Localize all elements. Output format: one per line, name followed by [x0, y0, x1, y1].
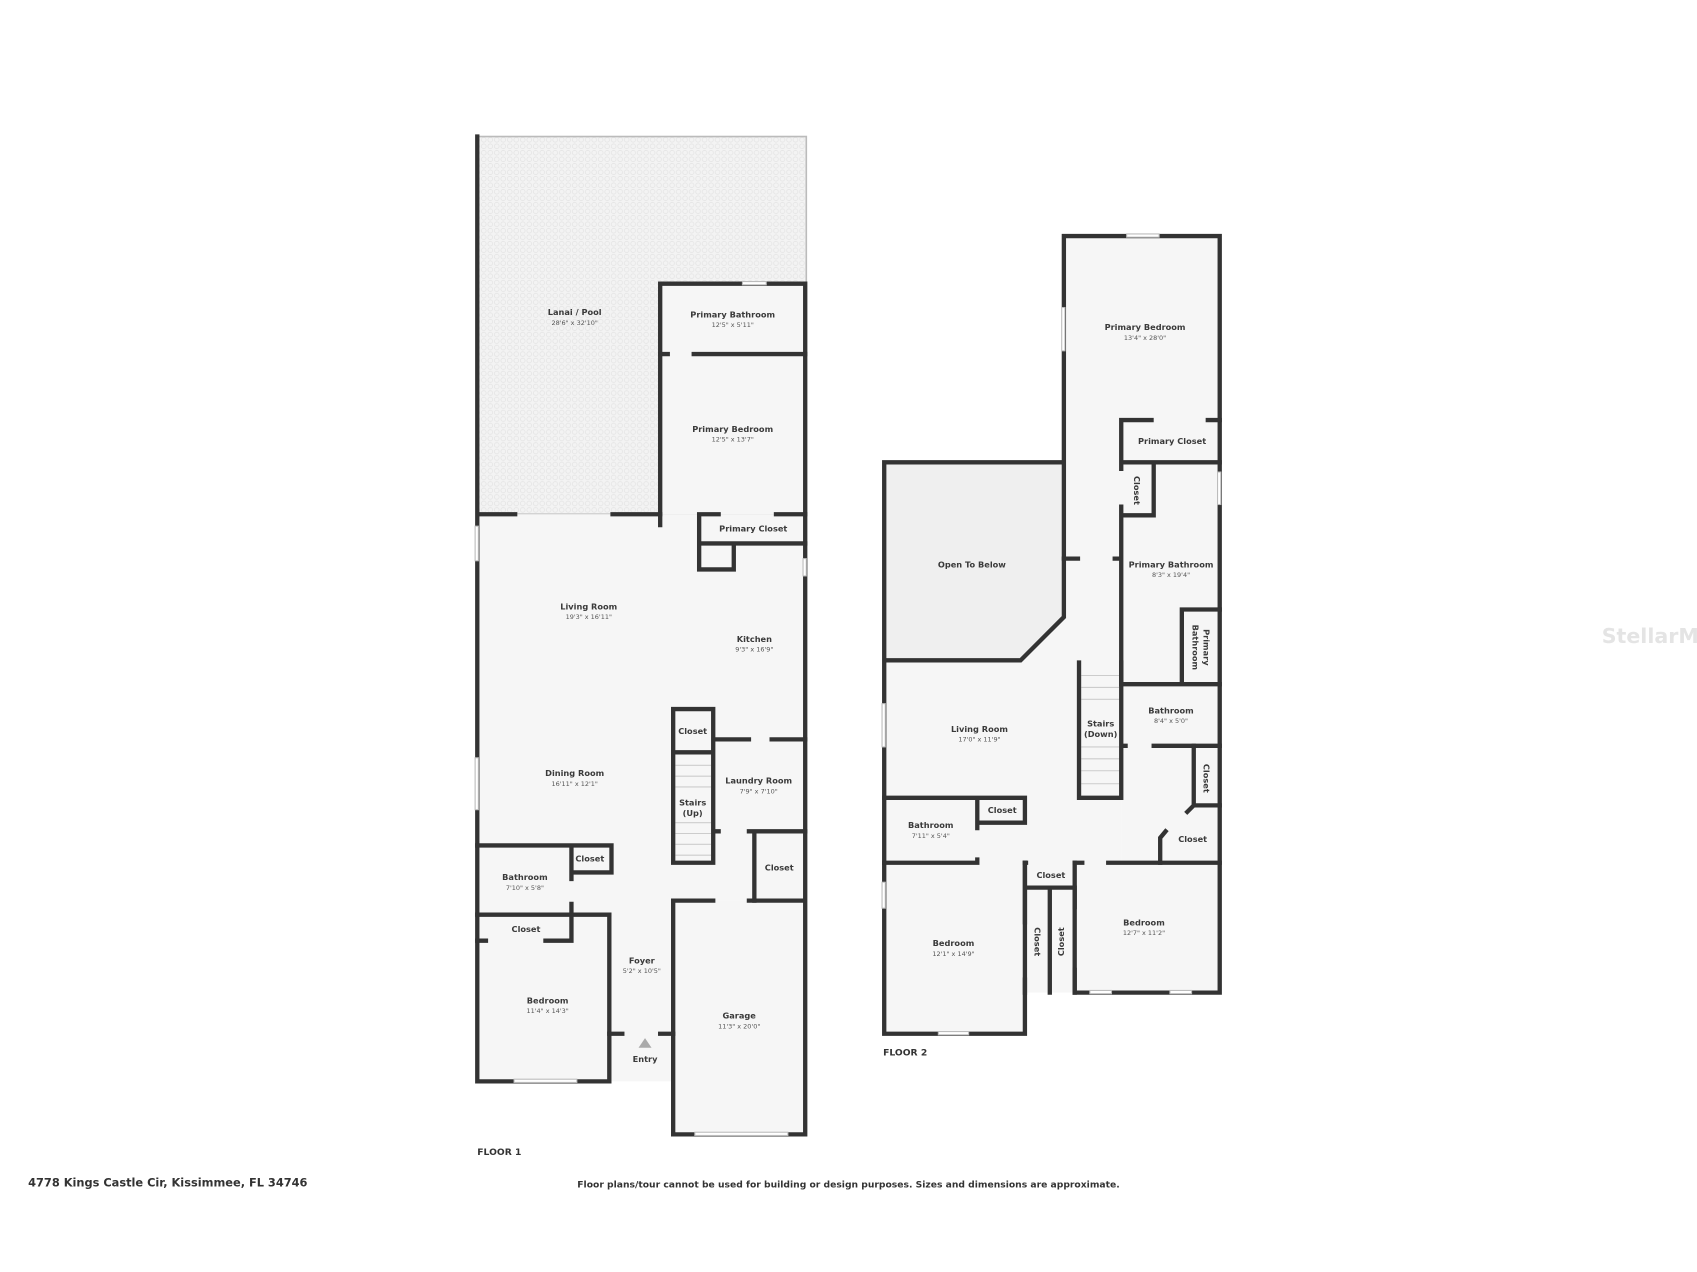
room-name: Foyer — [629, 955, 656, 965]
room-dims: 19'3" x 16'11" — [566, 613, 612, 621]
room-name: Closet — [1178, 834, 1207, 844]
address: 4778 Kings Castle Cir, Kissimmee, FL 347… — [28, 1175, 307, 1189]
room-name: Primary Closet — [1138, 436, 1206, 446]
room-name: Closet — [1036, 870, 1065, 880]
room-dims: 11'3" x 20'0" — [718, 1022, 760, 1030]
room-name: Open To Below — [938, 559, 1006, 569]
room-dims: 7'9" x 7'10" — [740, 787, 778, 795]
room-dims: 12'7" x 11'2" — [1123, 929, 1165, 937]
watermark: StellarMLS — [1602, 624, 1697, 648]
entry-label: Entry — [633, 1054, 658, 1064]
room-name: Closet — [575, 854, 604, 864]
room-dims: 17'0" x 11'9" — [958, 736, 1000, 744]
room-name: (Down) — [1084, 729, 1118, 739]
room-name: Closet — [988, 805, 1017, 815]
room-name: Closet — [1132, 476, 1142, 505]
room-name: Bathroom — [1191, 625, 1201, 671]
room-name: Closet — [678, 726, 707, 736]
room-name: Bedroom — [1123, 918, 1165, 928]
room-name: Bathroom — [1148, 705, 1194, 715]
entry-arrow-icon — [638, 1038, 652, 1048]
disclaimer: Floor plans/tour cannot be used for buil… — [577, 1179, 1119, 1190]
room-name: Closet — [1033, 927, 1043, 956]
floor-2-plan — [881, 233, 1222, 1036]
floor-1-labels: Lanai / Pool 28'6" x 32'10" Primary Bath… — [477, 307, 793, 1158]
room-dims: 28'6" x 32'10" — [551, 319, 597, 327]
room-name: Bathroom — [502, 872, 548, 882]
room-dims: 8'3" x 19'4" — [1152, 571, 1190, 579]
room-name: Primary Bathroom — [690, 309, 775, 319]
room-dims: 12'5" x 13'7" — [712, 436, 754, 444]
room-name: Primary Bathroom — [1129, 559, 1214, 569]
floor-1-label: FLOOR 1 — [477, 1147, 521, 1158]
room-name: Laundry Room — [725, 776, 792, 786]
room-dims: 7'11" x 5'4" — [912, 832, 950, 840]
room-name: Closet — [1201, 764, 1211, 793]
room-name: Closet — [765, 862, 794, 872]
room-name: Lanai / Pool — [548, 307, 602, 317]
room-name: Dining Room — [545, 768, 604, 778]
floor-1-plan — [474, 134, 808, 1137]
room-dims: 12'1" x 14'9" — [932, 950, 974, 958]
room-name: Primary — [1201, 629, 1211, 666]
room-name: Closet — [1056, 927, 1066, 956]
room-dims: 13'4" x 28'0" — [1124, 334, 1166, 342]
room-name: (Up) — [683, 808, 703, 818]
floor-2-labels: Primary Bedroom 13'4" x 28'0" Primary Cl… — [883, 322, 1213, 1058]
room-name: Stairs — [679, 797, 706, 807]
room-name: Bedroom — [933, 938, 975, 948]
room-name: Primary Closet — [719, 524, 787, 534]
room-name: Closet — [512, 924, 541, 934]
open-to-below-area — [884, 462, 1062, 661]
room-name: Garage — [723, 1011, 757, 1021]
floor-2-label: FLOOR 2 — [883, 1047, 927, 1058]
room-dims: 9'3" x 16'9" — [735, 646, 773, 654]
room-name: Stairs — [1087, 718, 1114, 728]
room-name: Bedroom — [527, 995, 569, 1005]
room-dims: 11'4" x 14'3" — [527, 1007, 569, 1015]
room-dims: 7'10" x 5'8" — [506, 884, 544, 892]
room-name: Bathroom — [908, 820, 954, 830]
room-dims: 12'5" x 5'11" — [712, 321, 754, 329]
room-dims: 16'11" x 12'1" — [551, 780, 597, 788]
room-dims: 5'2" x 10'5" — [623, 967, 661, 975]
room-name: Kitchen — [737, 634, 772, 644]
room-name: Primary Bedroom — [1105, 322, 1186, 332]
room-name: Living Room — [560, 601, 617, 611]
room-name: Primary Bedroom — [692, 424, 773, 434]
room-name: Living Room — [951, 724, 1008, 734]
room-dims: 8'4" x 5'0" — [1154, 717, 1188, 725]
